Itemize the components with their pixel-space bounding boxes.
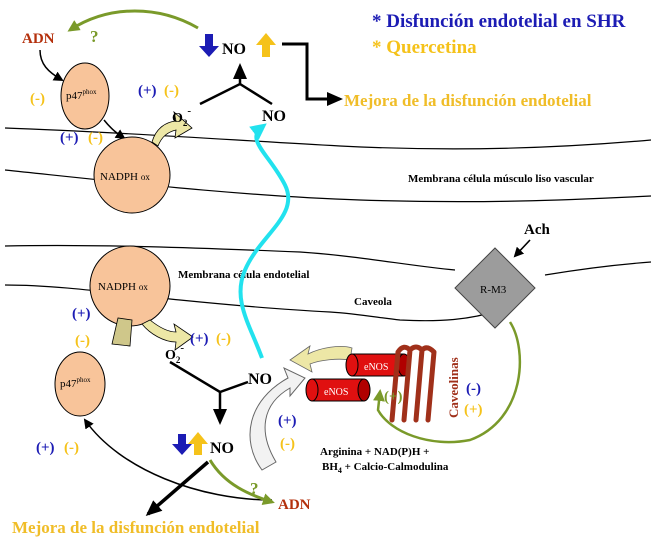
- no-diffusion-wave: [238, 123, 291, 359]
- bottom-center-no-label: NO: [248, 371, 272, 388]
- bottom-reaction-fork: [169, 360, 249, 394]
- top-blue-down-arrow: [199, 34, 219, 57]
- legend-shr: * Disfunción endotelial en SHR: [372, 11, 626, 32]
- endothelial-membrane-right: [544, 261, 651, 276]
- top-adn-to-p47-arrow: [39, 49, 64, 81]
- top-p47-node: [60, 62, 110, 130]
- enos-cylinder-upper: eNOS: [345, 353, 411, 377]
- rm3-label: R-M3: [480, 284, 507, 296]
- top-reaction-fork: [199, 82, 273, 106]
- top-improvement-arrow: [282, 42, 343, 106]
- activation-plus-green: (+): [384, 389, 403, 405]
- bottom-adn-to-p47-arrow: [83, 418, 273, 501]
- bottom-p47-node: [54, 351, 106, 417]
- bottom-blue-down-arrow: [172, 434, 192, 455]
- enos-minus: (-): [280, 436, 295, 452]
- vsm-membrane-upper: [4, 127, 651, 150]
- bottom-nadph-plus: (+): [72, 306, 91, 322]
- receptor-minus-blue: (-): [466, 381, 481, 397]
- top-o2-minus: (-): [164, 83, 179, 99]
- bottom-p47-to-nadph-block: [111, 317, 133, 347]
- top-right-no-label: NO: [262, 108, 286, 125]
- top-question-mark: ?: [90, 27, 99, 46]
- bottom-nadph-minus: (-): [75, 333, 90, 349]
- bottom-p47-minus: (-): [64, 440, 79, 456]
- top-p47-minus-left: (-): [30, 91, 45, 107]
- top-superoxide-label: O2-: [172, 105, 191, 128]
- caveolinas-label: Caveolinas: [446, 357, 461, 418]
- top-no-label: NO: [222, 41, 246, 58]
- top-nadph-to-o2-arrow: [151, 110, 193, 147]
- enos-cylinder-lower: eNOS: [305, 378, 371, 402]
- top-p47-to-nadph-arrow: [103, 119, 126, 140]
- bottom-question-mark: ?: [250, 479, 259, 498]
- enos-lower-label: eNOS: [324, 387, 348, 398]
- bottom-improvement-arrow: [145, 460, 210, 516]
- rm3-receptor: [454, 247, 536, 329]
- enos-to-no-arrow: [289, 345, 353, 373]
- caveola-label: Caveola: [354, 296, 392, 308]
- bottom-feedback-curve: [208, 459, 275, 505]
- substrates-line2: BH4 + Calcio-Calmodulina: [322, 461, 449, 475]
- ach-arrow: [513, 239, 531, 258]
- legend-quercetin: * Quercetina: [372, 37, 477, 58]
- substrates-line1: Arginina + NAD(P)H +: [320, 446, 429, 458]
- receptor-to-enos-activation: [373, 321, 521, 444]
- top-yellow-up-arrow: [256, 33, 276, 57]
- ach-label: Ach: [524, 222, 550, 238]
- receptor-plus-yellow: (+): [464, 402, 483, 418]
- top-nadph-node: [93, 136, 171, 214]
- bottom-p47-label: p47phox: [60, 376, 91, 390]
- endothelial-membrane-upper: [4, 244, 456, 271]
- bottom-yellow-up-arrow: [188, 432, 208, 455]
- bottom-adn-label: ADN: [278, 497, 311, 513]
- top-feedback-curve: [67, 9, 199, 32]
- enos-plus: (+): [278, 413, 297, 429]
- vsm-membrane-label: Membrana célula músculo liso vascular: [408, 173, 594, 185]
- enos-upper-label: eNOS: [364, 362, 388, 373]
- bottom-superoxide-label: O2-: [165, 342, 184, 365]
- bottom-nadph-to-o2-arrow: [141, 319, 194, 351]
- top-p47-label: p47phox: [66, 88, 97, 102]
- bottom-o2-plus: (+): [190, 331, 209, 347]
- bottom-lower-no-label: NO: [210, 440, 234, 457]
- top-adn-label: ADN: [22, 31, 55, 47]
- bottom-o2-minus: (-): [216, 331, 231, 347]
- substrate-to-enos-arrow: [249, 366, 306, 471]
- bottom-improvement-text: Mejora de la disfunción endotelial: [12, 518, 260, 537]
- top-o2-plus: (+): [138, 83, 157, 99]
- top-p47-plus: (+): [60, 130, 79, 146]
- top-improvement-text: Mejora de la disfunción endotelial: [344, 91, 592, 110]
- caveolin-coil: [389, 344, 437, 423]
- top-p47-minus-right: (-): [88, 130, 103, 146]
- bottom-p47-plus: (+): [36, 440, 55, 456]
